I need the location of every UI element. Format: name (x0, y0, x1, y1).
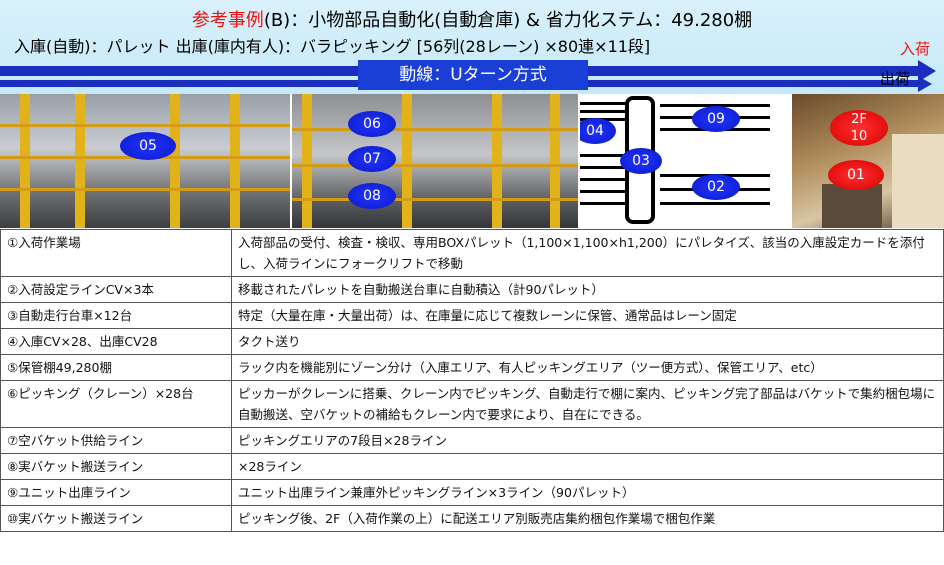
table-row: ①入荷作業場入荷部品の受付、検査・検収、専用BOXパレット（1,100×1,10… (0, 229, 944, 277)
marker-06: 06 (348, 111, 396, 137)
table-row: ⑥ピッキング（クレーン）×28台ピッカーがクレーンに搭乗、クレーン内でピッキング… (0, 380, 944, 428)
row-description: ×28ライン (231, 453, 944, 480)
layout-diagram: 04 03 09 02 (580, 94, 790, 228)
row-label: ③自動走行台車×12台 (0, 302, 232, 329)
flow-label: 動線：Uターン方式 (358, 60, 588, 90)
page-subtitle: 入庫(自動)：パレット 出庫(庫内有人)：バラピッキング [56列(28レーン)… (14, 37, 651, 56)
row-label: ④入庫CV×28、出庫CV28 (0, 328, 232, 355)
row-label: ②入荷設定ラインCV×3本 (0, 276, 232, 303)
row-label: ⑦空バケット供給ライン (0, 427, 232, 454)
photo-picking-cranes: 06 07 08 (292, 94, 578, 228)
outbound-arrow-head-icon (918, 76, 932, 92)
table-row: ⑩実バケット搬送ラインピッキング後、2F（入荷作業の上）に配送エリア別販売店集約… (0, 505, 944, 532)
row-description: ピッキングエリアの7段目×28ライン (231, 427, 944, 454)
row-description: ピッカーがクレーンに搭乗、クレーン内でピッキング、自動走行で棚に案内、ピッキング… (231, 380, 944, 428)
inbound-label: 入荷 (900, 40, 931, 58)
row-description: 入荷部品の受付、検査・検収、専用BOXパレット（1,100×1,100×h1,2… (231, 229, 944, 277)
photo-strip: 05 06 07 08 04 03 09 02 (0, 94, 944, 228)
table-row: ⑦空バケット供給ラインピッキングエリアの7段目×28ライン (0, 427, 944, 454)
marker-2f-10: 2F 10 (830, 110, 888, 146)
marker-10-label: 10 (850, 129, 868, 144)
process-table-body: ①入荷作業場入荷部品の受付、検査・検収、専用BOXパレット（1,100×1,10… (0, 229, 944, 532)
outbound-label: 出荷 (880, 70, 911, 88)
marker-05: 05 (120, 132, 176, 160)
row-description: 特定（大量在庫・大量出荷）は、在庫量に応じて複数レーンに保管、通常品はレーン固定 (231, 302, 944, 329)
marker-07: 07 (348, 146, 396, 172)
title-highlight: 参考事例 (191, 10, 264, 31)
row-description: 移載されたパレットを自動搬送台車に自動積込（計90パレット） (231, 276, 944, 303)
row-description: ピッキング後、2F（入荷作業の上）に配送エリア別販売店集約梱包作業場で梱包作業 (231, 505, 944, 532)
marker-03: 03 (620, 148, 662, 174)
marker-08: 08 (348, 183, 396, 209)
table-row: ⑧実バケット搬送ライン×28ライン (0, 453, 944, 480)
marker-02: 02 (692, 174, 740, 200)
marker-09: 09 (692, 106, 740, 132)
photo-receiving-area: 2F 10 01 (792, 94, 944, 228)
row-description: ラック内を機能別にゾーン分け（入庫エリア、有人ピッキングエリア（ツー便方式）、保… (231, 354, 944, 381)
photo-storage-racks: 05 (0, 94, 290, 228)
row-label: ⑤保管棚49,280棚 (0, 354, 232, 381)
row-description: ユニット出庫ライン兼庫外ピッキングライン×3ライン（90パレット） (231, 479, 944, 506)
page-title: 参考事例(B)：小物部品自動化(自動倉庫) & 省力化ステム：49.280棚 (0, 6, 944, 32)
marker-01: 01 (828, 160, 884, 190)
row-label: ①入荷作業場 (0, 229, 232, 277)
row-description: タクト送り (231, 328, 944, 355)
table-row: ⑨ユニット出庫ラインユニット出庫ライン兼庫外ピッキングライン×3ライン（90パレ… (0, 479, 944, 506)
row-label: ⑨ユニット出庫ライン (0, 479, 232, 506)
marker-2f-label: 2F (851, 112, 867, 127)
header-banner: 参考事例(B)：小物部品自動化(自動倉庫) & 省力化ステム：49.280棚 入… (0, 0, 944, 94)
process-table: ①入荷作業場入荷部品の受付、検査・検収、専用BOXパレット（1,100×1,10… (0, 229, 944, 532)
table-row: ③自動走行台車×12台特定（大量在庫・大量出荷）は、在庫量に応じて複数レーンに保… (0, 302, 944, 329)
row-label: ⑧実バケット搬送ライン (0, 453, 232, 480)
table-row: ⑤保管棚49,280棚ラック内を機能別にゾーン分け（入庫エリア、有人ピッキングエ… (0, 354, 944, 381)
marker-04: 04 (580, 118, 616, 144)
title-text: (B)：小物部品自動化(自動倉庫) & 省力化ステム：49.280棚 (263, 10, 753, 31)
table-row: ②入荷設定ラインCV×3本移載されたパレットを自動搬送台車に自動積込（計90パレ… (0, 276, 944, 303)
row-label: ⑥ピッキング（クレーン）×28台 (0, 380, 232, 428)
row-label: ⑩実バケット搬送ライン (0, 505, 232, 532)
